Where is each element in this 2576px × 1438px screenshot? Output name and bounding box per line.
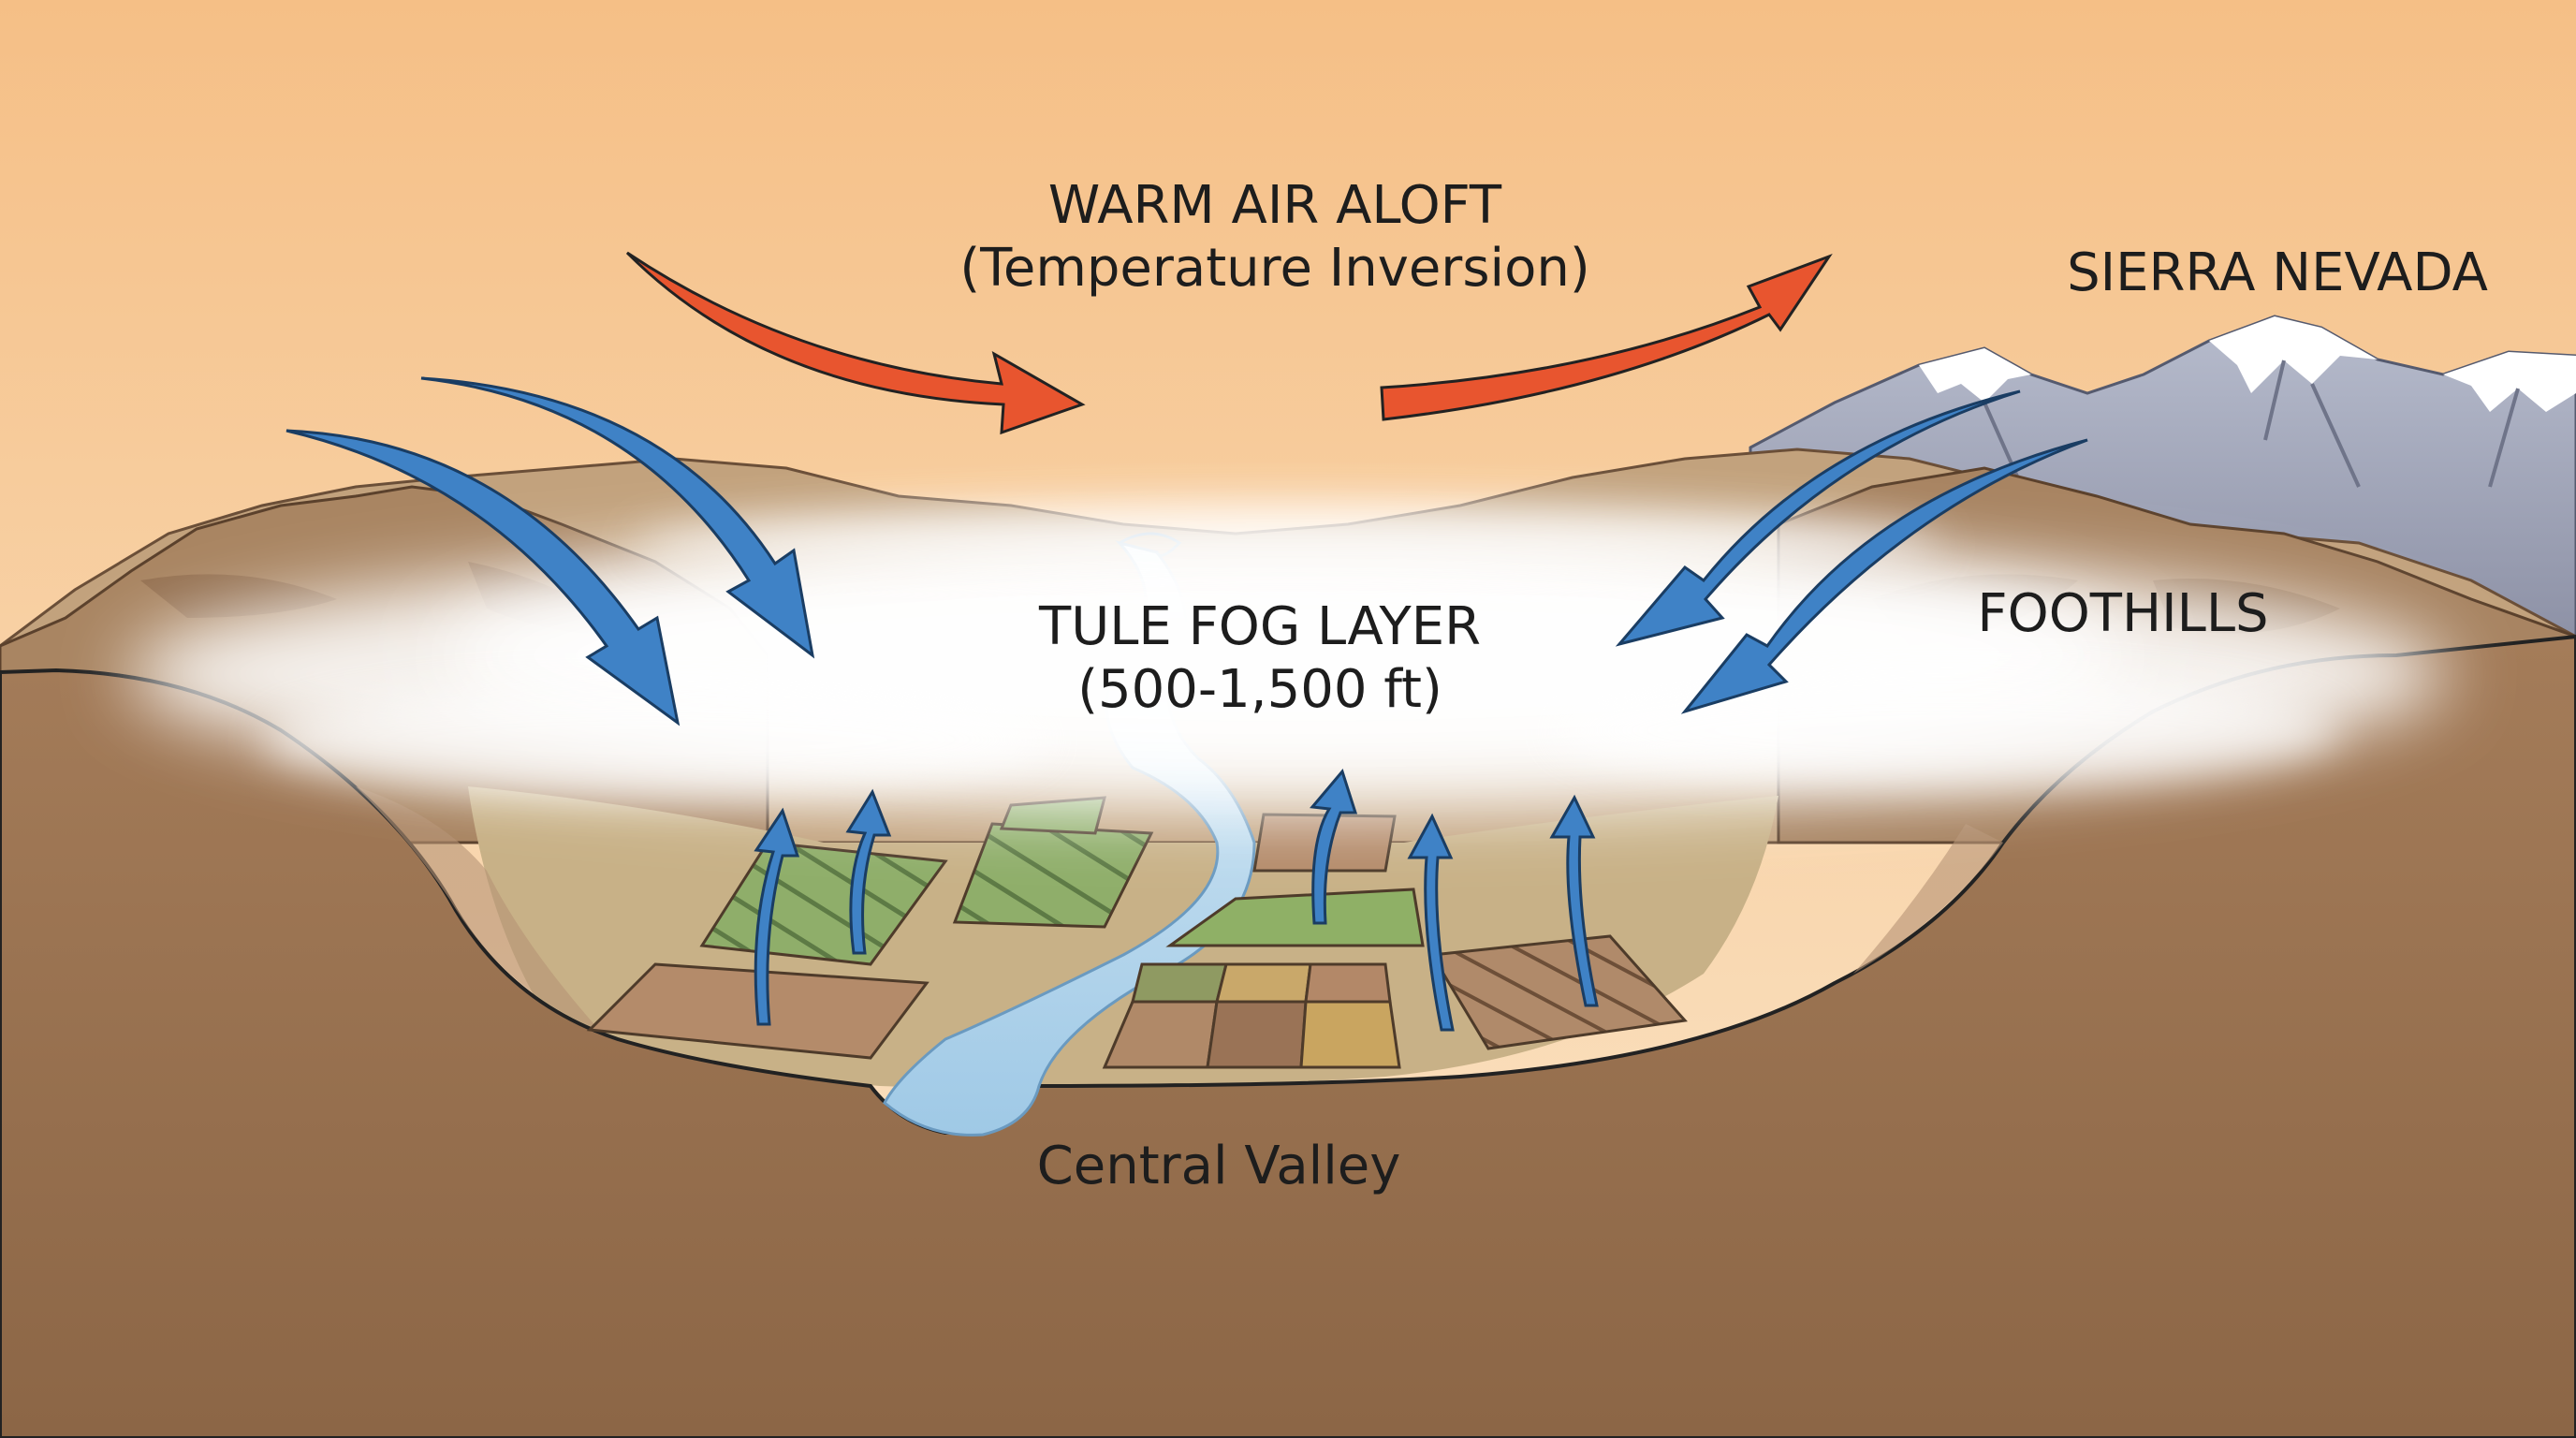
tule-fog-title: TULE FOG LAYER [1038,596,1482,657]
field-striped-brown-right [1429,934,1688,1050]
rising-arrow-5 [1549,794,1599,1007]
central-valley-label: Central Valley [1036,1136,1401,1196]
warm-air-title: WARM AIR ALOFT [1047,175,1502,236]
rising-arrow-3 [1310,768,1358,925]
field-checker-grid [1102,962,1401,1069]
tule-fog-height: (500-1,500 ft) [1077,659,1442,721]
cold-air-arrow-right-inner [1615,389,2021,647]
warm-air-aloft-label: WARM AIR ALOFT (Temperature Inversion) [959,174,1589,300]
warm-air-arrow-right [1380,253,1833,421]
rising-moisture-arrows [754,768,1599,1032]
mountain-ridges [1983,360,2520,488]
cold-air-arrow-left-inner [420,376,815,659]
warm-air-subtitle: (Temperature Inversion) [959,238,1590,300]
tule-fog-label: TULE FOG LAYER (500-1,500 ft) [1039,595,1481,721]
rising-arrow-4 [1407,813,1455,1032]
mountain-snow [1919,316,2576,412]
cold-air-arrow-left-outer [285,429,681,726]
field-green-right [1165,888,1425,947]
tule-fog-layer [127,506,2449,810]
warm-air-arrow-left [625,251,1086,435]
sierra-nevada-label: SIERRA NEVADA [2067,242,2488,303]
rising-arrow-2 [845,788,892,955]
cold-air-arrow-right-outer [1680,438,2088,714]
foothills-label: FOOTHILLS [1977,583,2269,644]
rising-arrow-1 [754,807,800,1026]
field-striped-green-upper [952,822,1154,929]
